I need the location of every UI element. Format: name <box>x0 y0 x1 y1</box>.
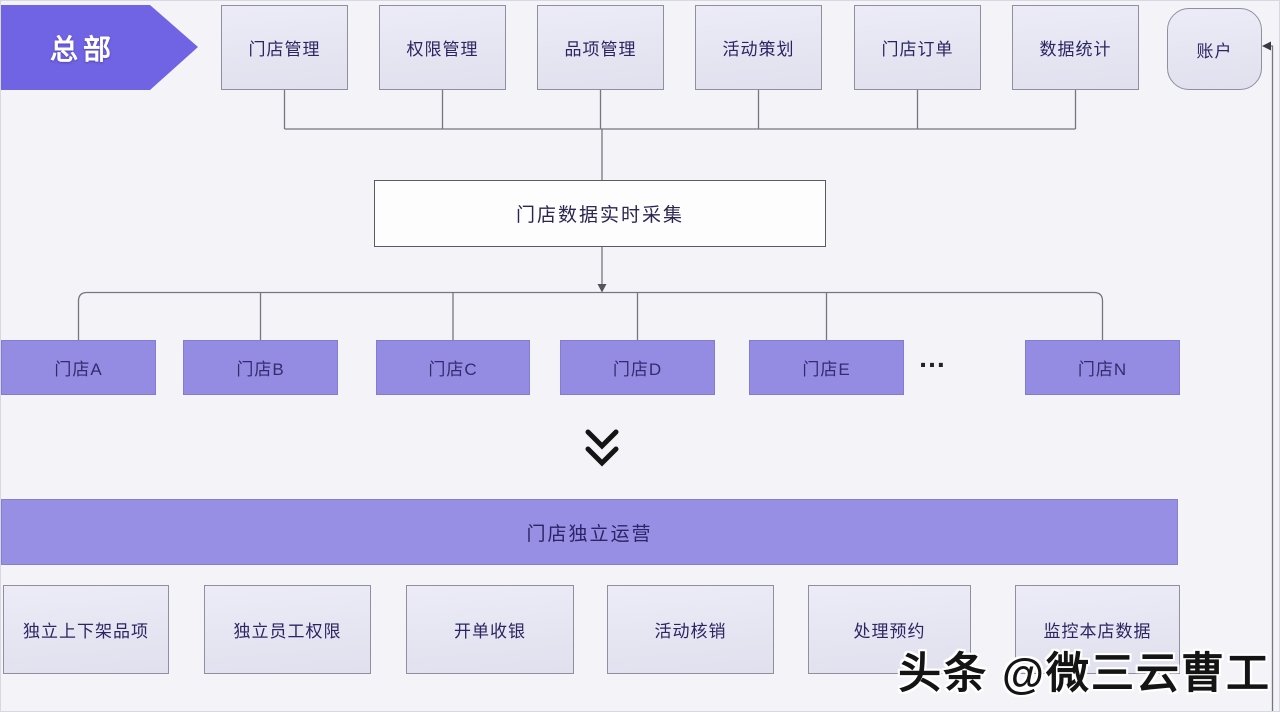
node-store-c: 门店C <box>376 340 530 395</box>
node-billing-cashier: 开单收银 <box>406 585 574 674</box>
node-activity-verification: 活动核销 <box>607 585 774 674</box>
node-data-statistics: 数据统计 <box>1012 5 1139 90</box>
stores-ellipsis: … <box>918 342 946 373</box>
node-store-b: 门店B <box>183 340 338 395</box>
node-store-management: 门店管理 <box>221 5 348 90</box>
node-independent-item-listing: 独立上下架品项 <box>3 585 169 674</box>
node-permission-management: 权限管理 <box>379 5 506 90</box>
node-realtime-data-collection: 门店数据实时采集 <box>374 180 826 247</box>
node-independent-staff-permission: 独立员工权限 <box>204 585 371 674</box>
left-arrowhead-to-account <box>1262 41 1271 51</box>
node-independent-operation-bar: 门店独立运营 <box>1 499 1178 565</box>
headquarters-node: 总部 <box>49 33 116 65</box>
node-activity-planning: 活动策划 <box>695 5 822 90</box>
node-store-n: 门店N <box>1025 340 1180 395</box>
node-monitor-store-data: 监控本店数据 <box>1015 585 1180 674</box>
node-account: 账户 <box>1167 8 1262 90</box>
node-store-e: 门店E <box>749 340 904 395</box>
node-item-management: 品项管理 <box>537 5 664 90</box>
double-chevron-down-icon <box>585 429 619 467</box>
node-store-a: 门店A <box>1 340 156 395</box>
node-store-orders: 门店订单 <box>854 5 981 90</box>
watermark-text: 头条 @微三云曹工 <box>898 650 1271 698</box>
down-arrowhead <box>597 284 607 293</box>
node-handle-reservation: 处理预约 <box>808 585 971 674</box>
node-store-d: 门店D <box>560 340 715 395</box>
